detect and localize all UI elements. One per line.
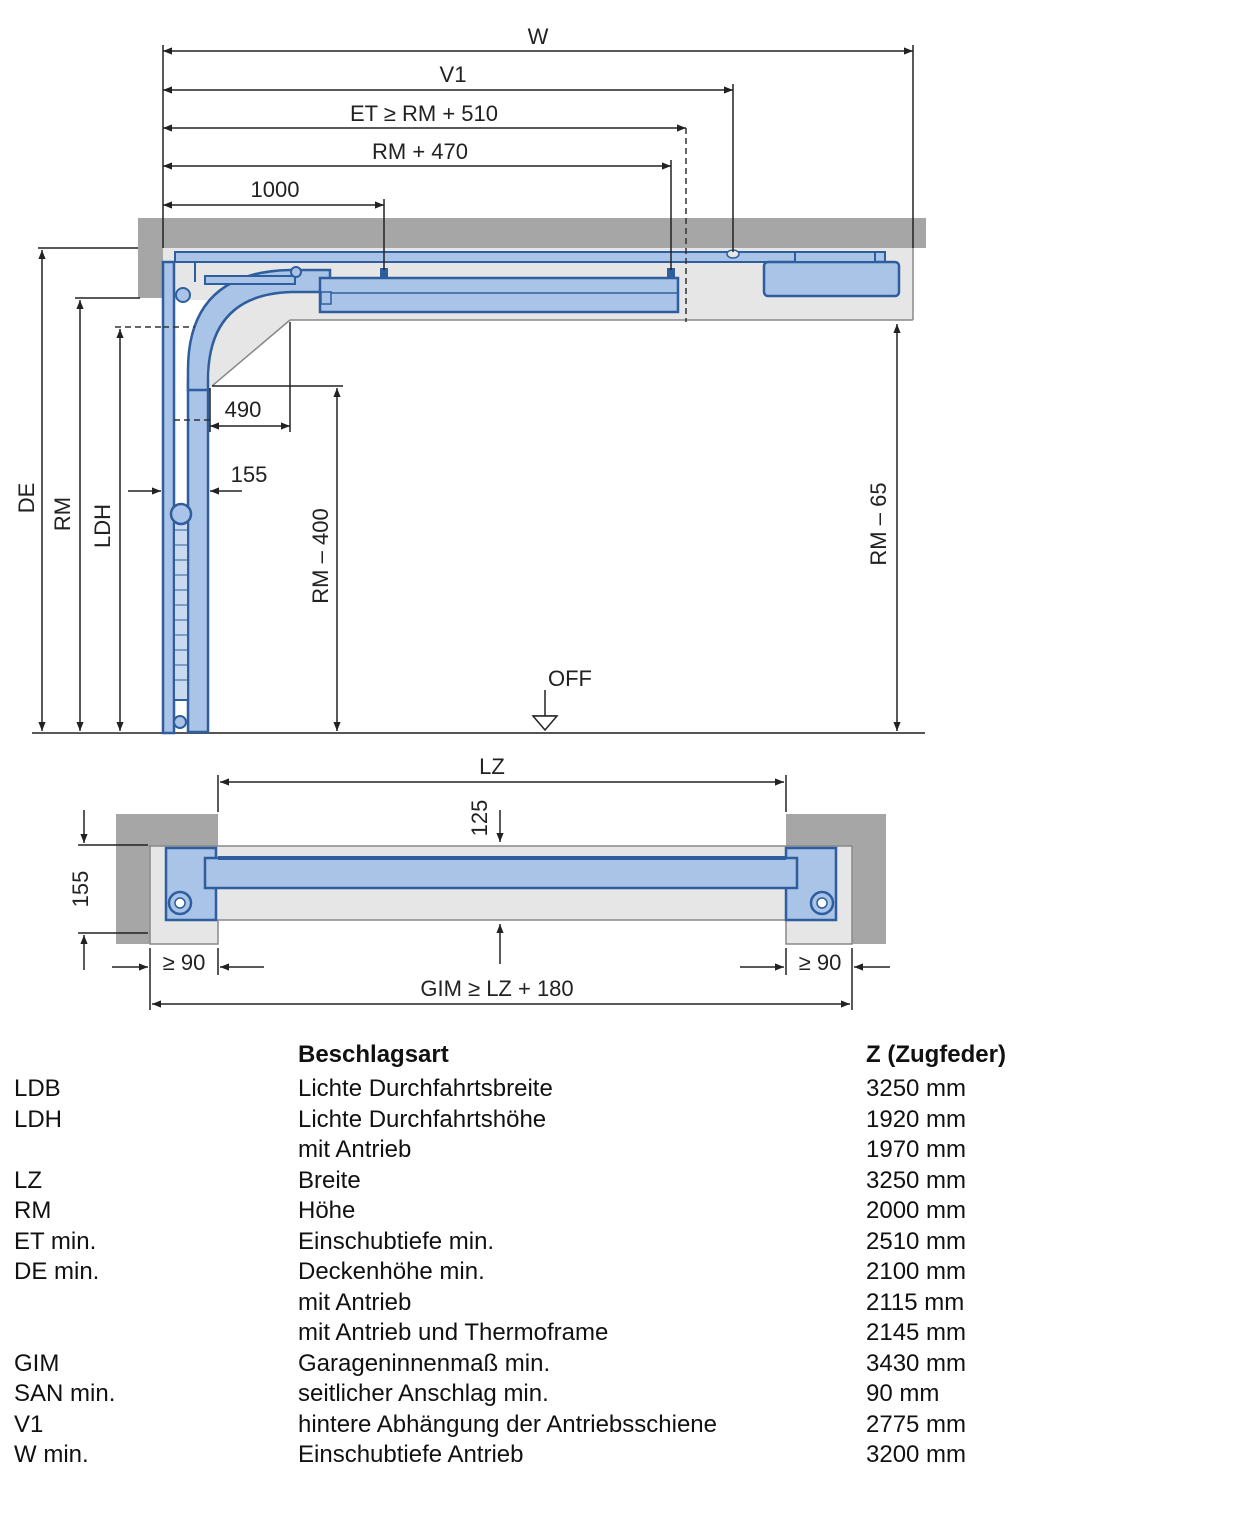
spec-label: LDH: [14, 1105, 63, 1133]
vertical-dimensions: [32, 247, 901, 734]
spec-row: LDH Lichte Durchfahrtshöhe 1920 mm: [0, 1105, 1243, 1136]
spec-row: mit Antrieb und Thermoframe 2145 mm: [0, 1318, 1243, 1349]
spec-value: 2145 mm: [866, 1319, 967, 1346]
off-label: OFF: [548, 666, 592, 691]
horizontal-track: [318, 276, 680, 314]
spec-row: LDB Lichte Durchfahrtsbreite 3250 mm: [0, 1074, 1243, 1105]
spec-name: Einschubtiefe min.: [298, 1227, 495, 1255]
spec-value: 2100 mm: [866, 1258, 967, 1285]
spec-value: 3200 mm: [866, 1441, 967, 1468]
spec-label: SAN min.: [14, 1380, 116, 1407]
plan-view: [116, 814, 886, 945]
spec-value: 1920 mm: [866, 1105, 967, 1133]
spec-value: 2510 mm: [866, 1227, 967, 1255]
spec-name: Lichte Durchfahrtsbreite: [298, 1075, 553, 1102]
dim-rm-label: RM: [50, 497, 75, 531]
wall-left: [116, 814, 218, 944]
spec-name: Garageninnenmaß min.: [298, 1349, 551, 1377]
garage-door-diagram: W V1 ET ≥ RM + 510 RM + 470 1000 D: [14, 24, 926, 1010]
dim-rm470-label: RM + 470: [372, 139, 468, 164]
spec-row: mit Antrieb 1970 mm: [0, 1135, 1243, 1166]
dim-gim-label: GIM ≥ LZ + 180: [420, 976, 573, 1001]
spec-row: mit Antrieb 2115 mm: [0, 1288, 1243, 1319]
spec-value: 3250 mm: [866, 1075, 967, 1102]
spec-label: RM: [14, 1197, 52, 1224]
top-dimensions: [162, 45, 914, 270]
spec-label: V1: [14, 1410, 44, 1438]
spec-table: Beschlagsart Z (Zugfeder) LDB Lichte Durc…: [0, 1040, 1243, 1471]
spring-pulley: [169, 502, 193, 526]
spec-header-value: Z (Zugfeder): [866, 1041, 1006, 1068]
spec-row: V1 hintere Abhängung der Antriebsschiene 2…: [0, 1410, 1243, 1441]
spec-row: ET min. Einschubtiefe min. 2510 mm: [0, 1227, 1243, 1258]
dim-w-label: W: [528, 24, 549, 49]
side-section: [115, 128, 926, 735]
spec-label: W min.: [14, 1441, 89, 1468]
vertical-track: [186, 378, 210, 734]
spec-row: RM Höhe 2000 mm: [0, 1196, 1243, 1227]
spec-name: Einschubtiefe Antrieb: [298, 1441, 524, 1468]
dim-155-label: 155: [231, 462, 268, 487]
dim-v1-label: V1: [440, 62, 467, 87]
spec-value: 3430 mm: [866, 1349, 967, 1377]
spec-name: hintere Abhängung der Antriebsschiene: [298, 1410, 717, 1438]
plan-dimensions: [78, 775, 890, 1010]
spec-name: seitlicher Anschlag min.: [298, 1380, 549, 1407]
spec-label: GIM: [14, 1349, 60, 1377]
spec-name: mit Antrieb: [298, 1136, 412, 1163]
dim-125-label: 125: [467, 800, 492, 837]
spec-header-name: Beschlagsart: [298, 1041, 449, 1068]
spec-value: 3250 mm: [866, 1166, 967, 1194]
dim-de-label: DE: [14, 483, 39, 514]
spec-name: Lichte Durchfahrtshöhe: [298, 1105, 547, 1133]
dim-1000-label: 1000: [251, 177, 300, 202]
spec-value: 1970 mm: [866, 1136, 967, 1163]
spec-row: DE min. Deckenhöhe min. 2100 mm: [0, 1257, 1243, 1288]
spec-label: LZ: [14, 1166, 43, 1194]
spec-header: Beschlagsart Z (Zugfeder): [0, 1040, 1243, 1074]
motor-unit: [762, 260, 901, 298]
dim-rm400-label: RM – 400: [308, 508, 333, 603]
spec-value: 2115 mm: [866, 1288, 965, 1316]
dim-rm65-label: RM – 65: [866, 482, 891, 565]
spec-name: Höhe: [298, 1197, 356, 1224]
spec-name: Breite: [298, 1166, 361, 1194]
wall-right: [786, 814, 886, 944]
spec-row: SAN min. seitlicher Anschlag min. 90 mm: [0, 1379, 1243, 1410]
spec-name: mit Antrieb: [298, 1288, 412, 1316]
dim-et-label: ET ≥ RM + 510: [350, 101, 498, 126]
door-leaf-plan: [203, 856, 799, 890]
dim-ldh-label: LDH: [90, 504, 115, 548]
door-arm: [204, 275, 296, 285]
spec-value: 2775 mm: [866, 1410, 967, 1438]
dim-490-label: 490: [225, 397, 262, 422]
dim-san-left-label: ≥ 90: [163, 950, 206, 975]
spec-label: DE min.: [14, 1258, 100, 1285]
spec-row: W min. Einschubtiefe Antrieb 3200 mm: [0, 1440, 1243, 1471]
spec-label: LDB: [14, 1075, 61, 1102]
dim-lz-label: LZ: [479, 754, 505, 779]
spec-value: 90 mm: [866, 1380, 940, 1407]
dim-san-right-label: ≥ 90: [799, 950, 842, 975]
spec-value: 2000 mm: [866, 1197, 967, 1224]
door-leaf-vertical: [161, 260, 176, 735]
ceiling: [138, 218, 926, 248]
drive-rail: [174, 251, 886, 263]
lintel: [138, 248, 163, 298]
spec-row: LZ Breite 3250 mm: [0, 1166, 1243, 1197]
spec-name: Deckenhöhe min.: [298, 1258, 485, 1285]
spec-row: GIM Garageninnenmaß min. 3430 mm: [0, 1349, 1243, 1380]
spec-name: mit Antrieb und Thermoframe: [298, 1319, 609, 1346]
dim-plan-155-label: 155: [68, 871, 93, 908]
spec-label: ET min.: [14, 1227, 97, 1255]
